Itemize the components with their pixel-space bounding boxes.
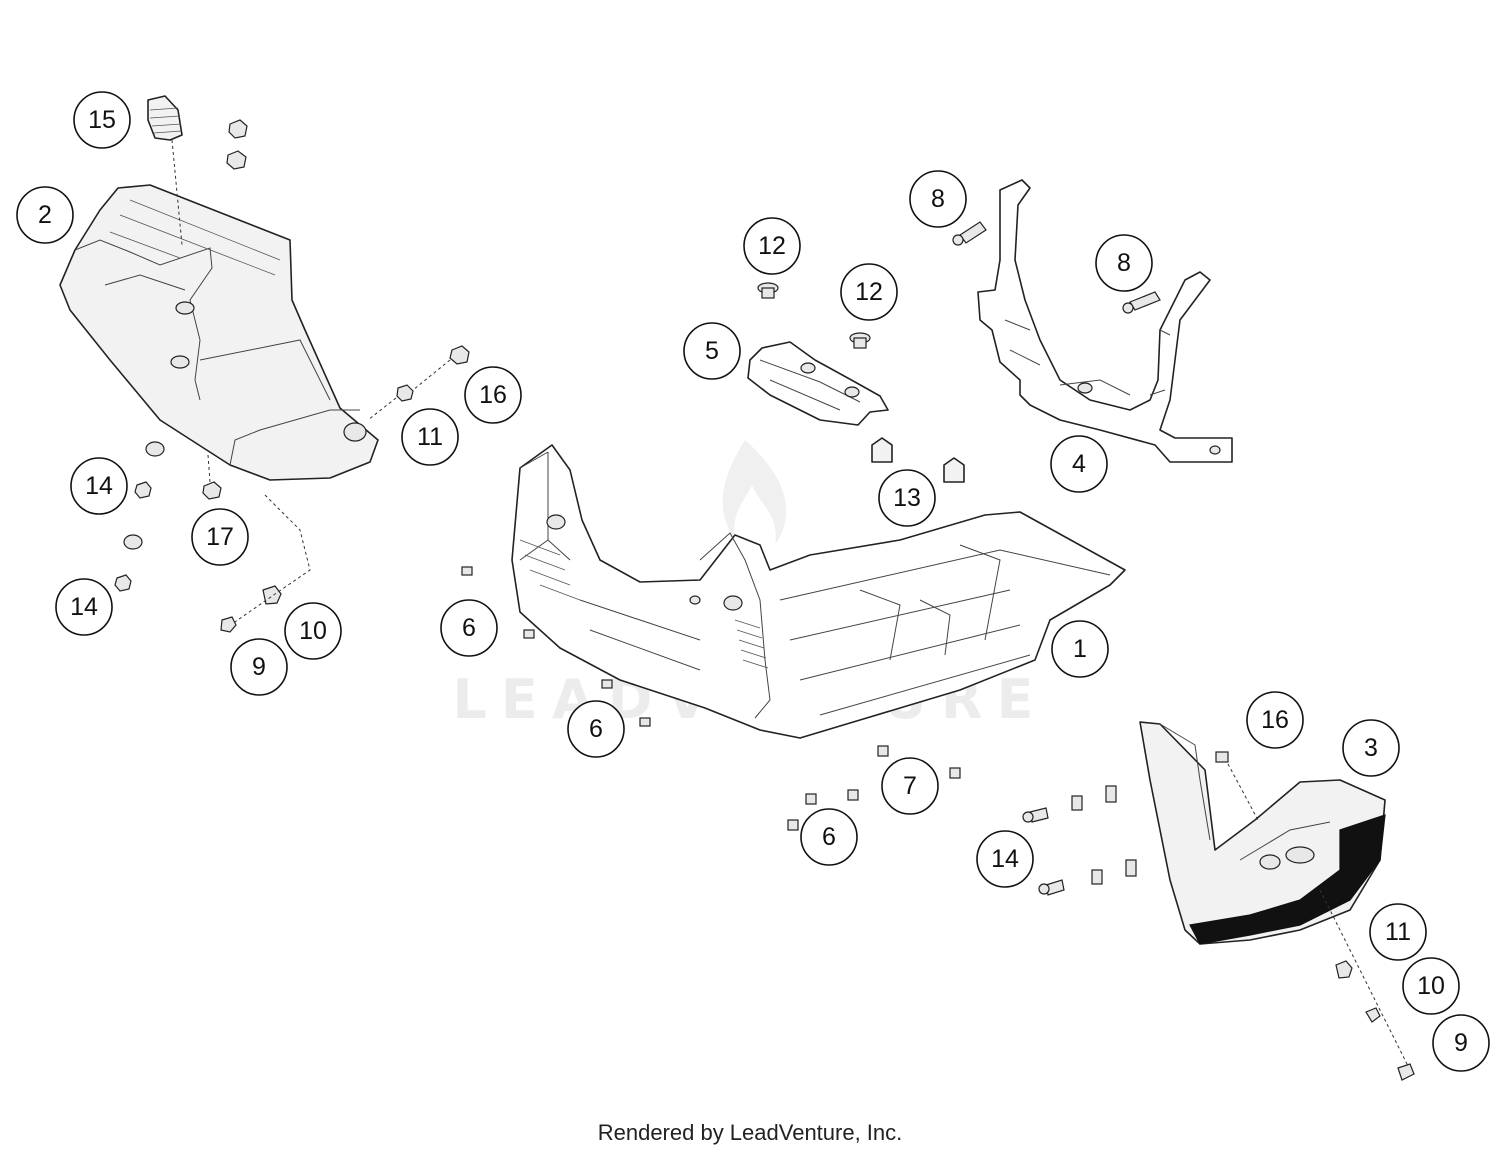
callout-17-label: 17	[206, 523, 234, 551]
callout-5-label: 5	[705, 337, 719, 365]
callout-16-upper[interactable]: 16	[464, 366, 522, 424]
callout-6-lower[interactable]: 6	[800, 808, 858, 866]
rear-guard-part	[1139, 721, 1386, 945]
callout-1-label: 1	[1073, 635, 1087, 663]
callout-9-lower-label: 9	[1454, 1029, 1468, 1057]
callout-13[interactable]: 13	[878, 469, 936, 527]
callout-11-lower-label: 11	[1385, 918, 1411, 946]
callout-4[interactable]: 4	[1050, 435, 1108, 493]
bracket-part	[747, 341, 889, 426]
callout-16-lower[interactable]: 16	[1246, 691, 1304, 749]
callout-16-upper-label: 16	[479, 381, 507, 409]
callout-15[interactable]: 15	[73, 91, 131, 149]
callout-8-left[interactable]: 8	[909, 170, 967, 228]
callout-12-left[interactable]: 12	[743, 217, 801, 275]
callout-4-label: 4	[1072, 450, 1086, 478]
callout-11-upper[interactable]: 11	[401, 408, 459, 466]
bolt-hardware-group-c	[1022, 751, 1415, 1081]
callout-10-upper-label: 10	[299, 617, 327, 645]
callout-7-label: 7	[903, 772, 917, 800]
nut-hardware-group-a	[114, 119, 470, 633]
callout-3[interactable]: 3	[1342, 719, 1400, 777]
callout-12-right[interactable]: 12	[840, 263, 898, 321]
callout-6-lower-label: 6	[822, 823, 836, 851]
callout-9-upper[interactable]: 9	[230, 638, 288, 696]
callout-8-right[interactable]: 8	[1095, 234, 1153, 292]
skid-plate-part	[511, 444, 1126, 739]
rubber-mount-hardware	[871, 437, 965, 483]
front-guard-part	[59, 184, 379, 481]
bolt-hardware-group-b	[461, 566, 961, 831]
callout-6-left[interactable]: 6	[440, 599, 498, 657]
bolt-hardware-group-a	[952, 221, 1161, 314]
callout-5[interactable]: 5	[683, 322, 741, 380]
callout-14-left-upper[interactable]: 14	[70, 457, 128, 515]
callout-1[interactable]: 1	[1051, 620, 1109, 678]
callout-17[interactable]: 17	[191, 508, 249, 566]
callout-14-left-upper-label: 14	[85, 472, 113, 500]
callout-11-lower[interactable]: 11	[1369, 903, 1427, 961]
callout-14-right[interactable]: 14	[976, 830, 1034, 888]
callout-10-lower-label: 10	[1417, 972, 1445, 1000]
callout-14-left-lower-label: 14	[70, 593, 98, 621]
callout-8-right-label: 8	[1117, 249, 1131, 277]
callout-7[interactable]: 7	[881, 757, 939, 815]
callout-8-left-label: 8	[931, 185, 945, 213]
callout-12-left-label: 12	[758, 232, 786, 260]
callout-6-middle[interactable]: 6	[567, 700, 625, 758]
callout-9-upper-label: 9	[252, 653, 266, 681]
callout-11-upper-label: 11	[417, 423, 443, 451]
callout-16-lower-label: 16	[1261, 706, 1289, 734]
footer-credit: Rendered by LeadVenture, Inc.	[597, 1120, 903, 1145]
clip-part	[147, 95, 183, 246]
frame-bracket-part	[977, 179, 1233, 463]
callout-12-right-label: 12	[855, 278, 883, 306]
callout-2[interactable]: 2	[16, 186, 74, 244]
callout-10-upper[interactable]: 10	[284, 602, 342, 660]
callout-10-lower[interactable]: 10	[1402, 957, 1460, 1015]
callout-9-lower[interactable]: 9	[1432, 1014, 1490, 1072]
callout-6-left-label: 6	[462, 614, 476, 642]
callout-14-left-lower[interactable]: 14	[55, 578, 113, 636]
callout-2-label: 2	[38, 201, 52, 229]
callout-15-label: 15	[88, 106, 116, 134]
callout-14-right-label: 14	[991, 845, 1019, 873]
callout-13-label: 13	[893, 484, 921, 512]
callout-3-label: 3	[1364, 734, 1378, 762]
grommet-hardware	[757, 282, 871, 349]
callout-6-middle-label: 6	[589, 715, 603, 743]
